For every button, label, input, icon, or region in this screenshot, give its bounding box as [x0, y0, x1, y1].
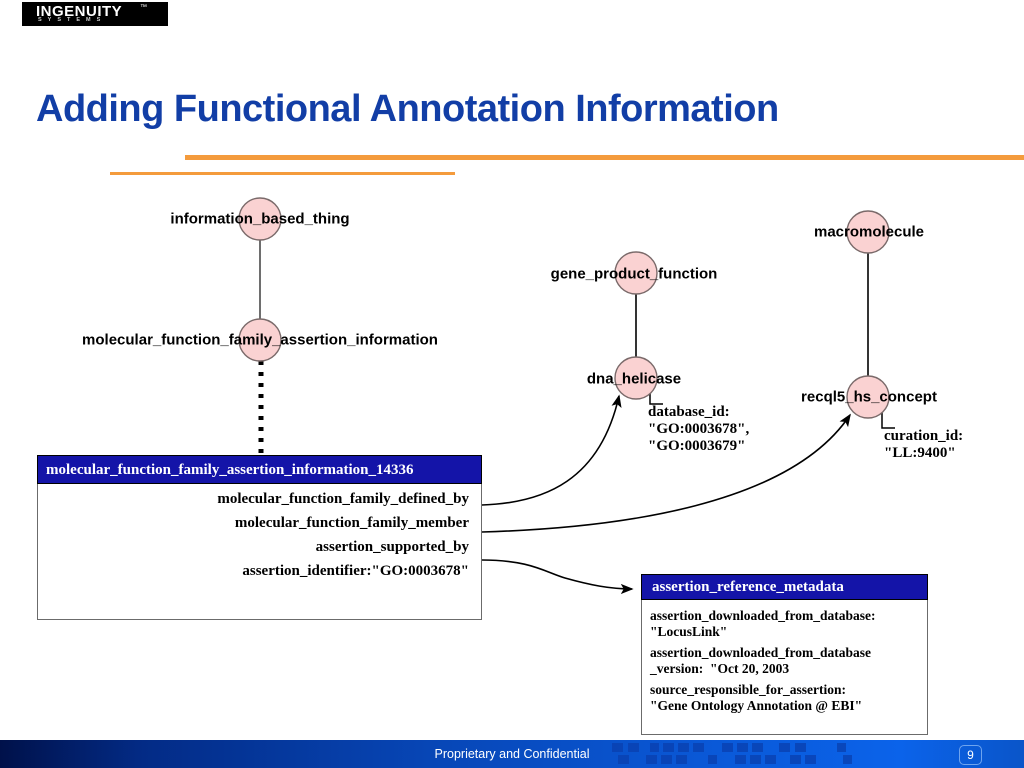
instance-attribute-row: assertion_supported_by: [315, 539, 469, 555]
node-label-dna-helicase: dna_helicase: [586, 370, 682, 388]
footer-decoration: [612, 742, 942, 766]
attribute-database-id: database_id: "GO:0003678", "GO:0003679": [648, 404, 750, 454]
node-circle-molecular-function-family-assertion-information: [238, 318, 282, 362]
ingenuity-logo: INGENUITY ™ SYSTEMS: [22, 2, 168, 26]
node-label-recql5-hs-concept: recql5_hs_concept: [801, 388, 937, 406]
instance-box-metadata-header: assertion_reference_metadata: [641, 574, 928, 600]
page-title: Adding Functional Annotation Information: [36, 88, 779, 130]
instance-box-main[interactable]: molecular_function_family_assertion_info…: [37, 455, 482, 620]
footer-confidential-text: Proprietary and Confidential: [434, 747, 590, 761]
node-label-molecular-function-family-assertion-information: molecular_function_family_assertion_info…: [82, 331, 438, 349]
page-number-badge: 9: [959, 745, 982, 765]
node-label-gene-product-function: gene_product_function: [550, 265, 718, 283]
trademark-icon: ™: [140, 4, 147, 11]
logo-brand-text: INGENUITY: [36, 3, 123, 20]
metadata-attribute-row: source_responsible_for_assertion: "Gene …: [650, 682, 863, 713]
arrow-supported-by-to-metadata: [481, 559, 634, 595]
instance-attribute-row: assertion_identifier:"GO:0003678": [242, 563, 469, 579]
instance-attribute-row: molecular_function_family_member: [234, 515, 469, 531]
node-circle-gene-product-function: [614, 251, 658, 295]
title-rule-thin: [110, 172, 455, 175]
metadata-attribute-row: assertion_downloaded_from_database: "Loc…: [650, 608, 876, 639]
footer-bar: Proprietary and Confidential: [0, 740, 1024, 768]
node-circle-dna-helicase: [614, 356, 658, 400]
metadata-attribute-row: assertion_downloaded_from_database _vers…: [650, 645, 872, 676]
instance-attribute-row: molecular_function_family_defined_by: [217, 491, 469, 507]
logo-sub-text: SYSTEMS: [38, 17, 107, 23]
node-circle-information-based-thing: [238, 197, 282, 241]
instance-box-metadata-attributes: assertion_downloaded_from_database: "Loc…: [642, 605, 929, 716]
instance-box-metadata[interactable]: assertion_reference_metadata assertion_d…: [641, 574, 928, 735]
attribute-curation-id: curation_id: "LL:9400": [884, 428, 964, 461]
instance-box-main-attributes: molecular_function_family_defined_by mol…: [38, 488, 469, 584]
arrow-member-to-recql5: [481, 413, 851, 533]
instance-box-main-header: molecular_function_family_assertion_info…: [37, 455, 482, 484]
node-label-macromolecule: macromolecule: [813, 223, 925, 241]
node-circle-macromolecule: [846, 210, 890, 254]
connector-curation-id: [881, 409, 895, 429]
title-rule-thick: [185, 155, 1024, 160]
node-label-information-based-thing: information_based_thing: [170, 210, 350, 228]
node-circle-recql5-hs-concept: [846, 375, 890, 419]
arrow-defined-by-to-dna-helicase: [481, 394, 622, 506]
